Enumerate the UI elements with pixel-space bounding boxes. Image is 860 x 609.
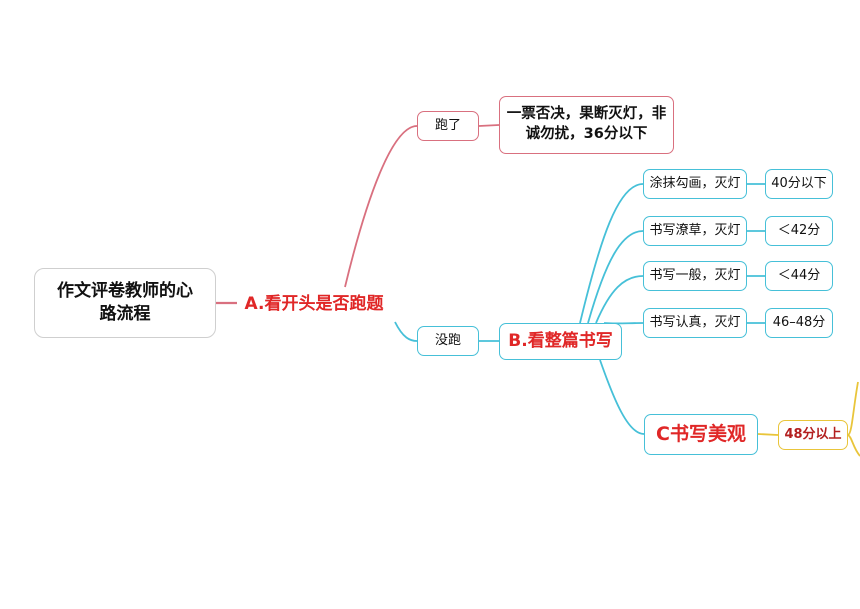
link-b-to-s3	[595, 275, 644, 324]
link-b-to-c	[599, 359, 645, 435]
handwriting-level-node: 书写一般，灭灯	[643, 261, 747, 291]
branch-c-node: C书写美观	[644, 414, 758, 455]
link-pao-to-verdict	[478, 124, 500, 127]
score-node: 40分以下	[765, 169, 833, 199]
link-c-continuation-lower	[847, 434, 860, 457]
branch-a-node: A.看开头是否跑题	[244, 293, 384, 314]
link-b-to-s1	[579, 183, 644, 324]
root-node: 作文评卷教师的心路流程	[34, 268, 216, 338]
handwriting-level-node: 书写潦草，灭灯	[643, 216, 747, 246]
handwriting-level-node: 书写认真，灭灯	[643, 308, 747, 338]
off-topic-node: 跑了	[417, 111, 479, 141]
link-c-to-score	[757, 433, 779, 436]
branch-b-node: B.看整篇书写	[499, 323, 622, 360]
score-node: ＜42分	[765, 216, 833, 246]
link-a-to-pao	[344, 125, 418, 288]
off-topic-verdict-node: 一票否决，果断灭灯，非诚勿扰，36分以下	[499, 96, 674, 154]
link-b-to-s2	[587, 230, 644, 324]
on-topic-node: 没跑	[417, 326, 479, 356]
score-node: 46–48分	[765, 308, 833, 338]
branch-c-score-node: 48分以上	[778, 420, 848, 450]
handwriting-level-node: 涂抹勾画，灭灯	[643, 169, 747, 199]
link-c-continuation	[847, 381, 859, 436]
score-node: ＜44分	[765, 261, 833, 291]
link-a-to-mei	[394, 321, 418, 342]
